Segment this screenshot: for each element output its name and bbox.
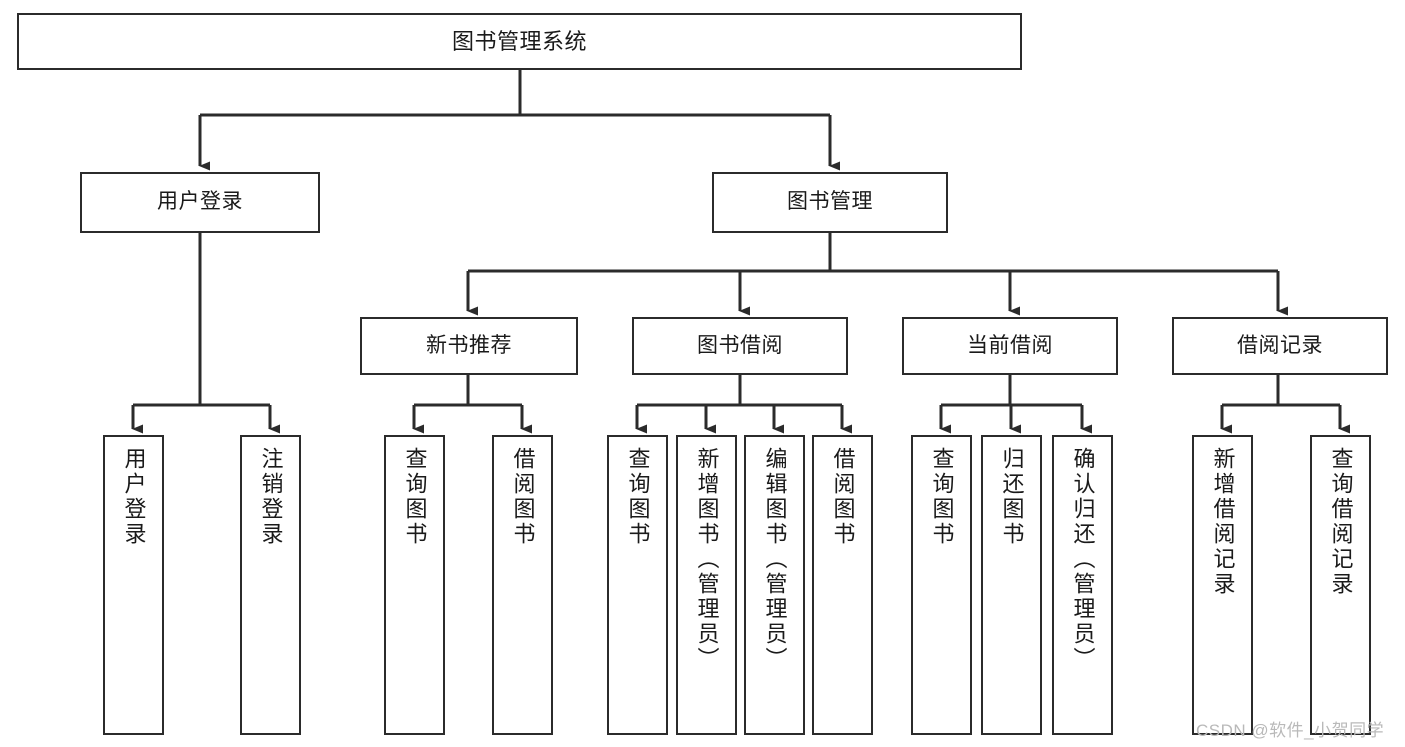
node-leaf-query-book-2[interactable]: 查询图书 bbox=[607, 435, 668, 735]
node-leaf-query-book-1[interactable]: 查询图书 bbox=[384, 435, 445, 735]
node-label: 借阅记录 bbox=[1237, 333, 1323, 357]
node-label: 新增借阅记录 bbox=[1210, 447, 1236, 597]
node-label: 查询借阅记录 bbox=[1328, 447, 1354, 597]
node-label: 用户登录 bbox=[121, 447, 147, 547]
node-label: 图书管理 bbox=[787, 190, 873, 214]
node-label: 新书推荐 bbox=[426, 333, 512, 357]
node-user-login[interactable]: 用户登录 bbox=[80, 172, 320, 233]
node-leaf-user-login[interactable]: 用户登录 bbox=[103, 435, 164, 735]
node-label: 查询图书 bbox=[402, 447, 428, 547]
node-label: 新增图书（管理员） bbox=[694, 447, 720, 672]
node-leaf-logout[interactable]: 注销登录 bbox=[240, 435, 301, 735]
node-leaf-confirm-return[interactable]: 确认归还（管理员） bbox=[1052, 435, 1113, 735]
node-label: 确认归还（管理员） bbox=[1070, 447, 1096, 672]
node-leaf-query-book-3[interactable]: 查询图书 bbox=[911, 435, 972, 735]
node-label: 查询图书 bbox=[625, 447, 651, 547]
node-leaf-borrow-book-2[interactable]: 借阅图书 bbox=[812, 435, 873, 735]
node-borrow-record[interactable]: 借阅记录 bbox=[1172, 317, 1388, 375]
node-leaf-query-record[interactable]: 查询借阅记录 bbox=[1310, 435, 1371, 735]
node-leaf-return-book[interactable]: 归还图书 bbox=[981, 435, 1042, 735]
node-label: 图书管理系统 bbox=[451, 28, 587, 54]
node-leaf-add-book[interactable]: 新增图书（管理员） bbox=[676, 435, 737, 735]
node-label: 注销登录 bbox=[258, 447, 284, 547]
node-book-manage[interactable]: 图书管理 bbox=[712, 172, 948, 233]
node-label: 借阅图书 bbox=[510, 447, 536, 547]
node-label: 查询图书 bbox=[929, 447, 955, 547]
node-label: 编辑图书（管理员） bbox=[762, 447, 788, 672]
node-leaf-borrow-book-1[interactable]: 借阅图书 bbox=[492, 435, 553, 735]
node-current-borrow[interactable]: 当前借阅 bbox=[902, 317, 1118, 375]
node-label: 图书借阅 bbox=[697, 333, 783, 357]
node-label: 借阅图书 bbox=[830, 447, 856, 547]
node-new-book-recommend[interactable]: 新书推荐 bbox=[360, 317, 578, 375]
node-leaf-add-record[interactable]: 新增借阅记录 bbox=[1192, 435, 1253, 735]
node-root-system[interactable]: 图书管理系统 bbox=[17, 13, 1022, 70]
node-label: 归还图书 bbox=[999, 447, 1025, 547]
node-book-borrow[interactable]: 图书借阅 bbox=[632, 317, 848, 375]
node-label: 当前借阅 bbox=[967, 333, 1053, 357]
node-label: 用户登录 bbox=[157, 190, 243, 214]
node-leaf-edit-book[interactable]: 编辑图书（管理员） bbox=[744, 435, 805, 735]
